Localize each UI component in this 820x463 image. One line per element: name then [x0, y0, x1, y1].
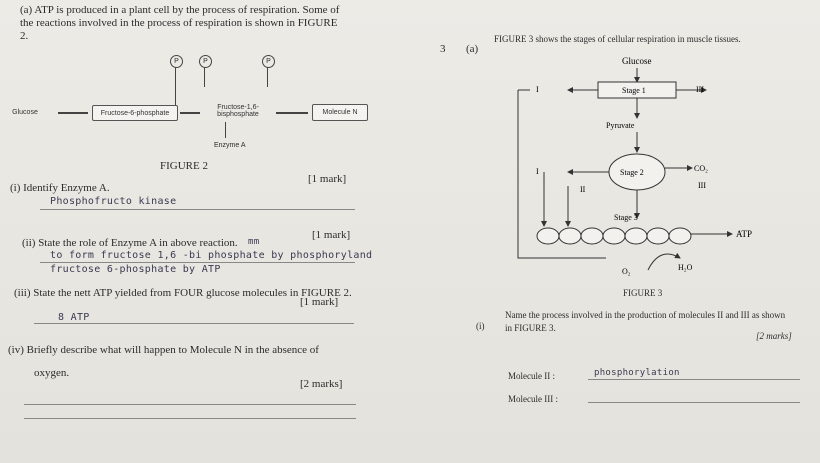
figure-3-diagram: Glucose Stage 1 I III Pyruvate Stage 2 I…: [517, 56, 752, 276]
fructose-16bp-line2: bisphosphate: [217, 111, 259, 118]
answer-line: [34, 323, 354, 324]
o2-label: O₂: [622, 267, 631, 276]
h2o-label: H₂O: [678, 263, 693, 272]
q-intro-line1: (a) ATP is produced in a plant cell by t…: [20, 4, 340, 16]
arrow-line: [180, 112, 200, 114]
answer-ii-scribble: mm: [248, 237, 260, 247]
label-i-mid: I: [536, 167, 539, 176]
fructose-6-phosphate-box: Fructose-6-phosphate: [92, 105, 178, 121]
stage-2-label: Stage 2: [620, 168, 644, 177]
fructose-16bp-line1: Fructose-1,6-: [217, 104, 259, 111]
question-3i-text2: in FIGURE 3.: [505, 323, 556, 333]
answer-line[interactable]: [588, 402, 800, 403]
question-3-number: 3: [440, 43, 446, 55]
molecule-ii-label: Molecule II :: [508, 371, 555, 381]
label-i-top: I: [536, 85, 539, 94]
question-3-intro: FIGURE 3 shows the stages of cellular re…: [494, 34, 741, 44]
figure-2-caption: FIGURE 2: [160, 160, 208, 172]
bond-line: [204, 67, 205, 87]
label-iii-top: III: [696, 85, 704, 94]
pyruvate-label: Pyruvate: [606, 121, 635, 130]
atp-label: ATP: [736, 229, 752, 239]
phosphate-icon: P: [170, 55, 183, 68]
molecule-iii-label: Molecule III :: [508, 394, 558, 404]
answer-line[interactable]: [24, 404, 356, 405]
answer-line[interactable]: [24, 418, 356, 419]
molecule-n-box: Molecule N: [312, 104, 368, 121]
bond-line: [267, 67, 268, 87]
enzyme-a-label: Enzyme A: [214, 142, 246, 149]
molecule-ii-answer[interactable]: phosphorylation: [594, 368, 680, 378]
stage-1-label: Stage 1: [622, 86, 646, 95]
arrow-line: [276, 112, 308, 114]
answer-line: [40, 209, 355, 210]
answer-ii-line2[interactable]: fructose 6-phosphate by ATP: [50, 264, 221, 275]
question-iii: (iii) State the nett ATP yielded from FO…: [14, 287, 352, 299]
question-3i-text1: Name the process involved in the product…: [505, 310, 786, 320]
answer-line: [40, 262, 355, 263]
answer-iii[interactable]: 8 ATP: [58, 312, 90, 323]
fructose-1-6-bisphosphate-box: Fructose-1,6- bisphosphate: [206, 100, 270, 122]
co2-label: CO₂: [694, 164, 708, 173]
question-3a-label: (a): [466, 43, 479, 55]
glucose-label: Glucose: [12, 108, 38, 116]
question-iii-marks: [1 mark]: [300, 296, 339, 308]
oxygen-arrow: [647, 252, 681, 271]
question-i: (i) Identify Enzyme A.: [10, 182, 110, 194]
question-3i-label: (i): [476, 321, 485, 331]
electron-transport-chain: [536, 227, 692, 245]
phosphate-icon: P: [262, 55, 275, 68]
question-iv-line2: oxygen.: [34, 367, 70, 379]
glucose-label: Glucose: [622, 56, 652, 66]
bond-line: [175, 67, 176, 105]
question-ii-marks: [1 mark]: [312, 229, 351, 241]
phosphate-icon: P: [199, 55, 212, 68]
question-iv: (iv) Briefly describe what will happen t…: [8, 344, 319, 356]
label-ii: II: [580, 185, 586, 194]
figure-3-caption: FIGURE 3: [623, 288, 663, 298]
stage-3-label: Stage 3: [614, 213, 638, 222]
answer-i[interactable]: Phosphofructo kinase: [50, 196, 177, 207]
question-ii: (ii) State the role of Enzyme A in above…: [22, 237, 238, 249]
q-intro-line2: the reactions involved in the process of…: [20, 17, 338, 29]
label-iii-mid: III: [698, 181, 706, 190]
answer-line: [588, 379, 800, 380]
answer-ii-line1[interactable]: to form fructose 1,6 -bi phosphate by ph…: [50, 250, 373, 261]
enzyme-pointer: [225, 122, 226, 138]
question-i-marks: [1 mark]: [308, 173, 347, 185]
q-intro-line3: 2.: [20, 30, 29, 42]
arrow-line: [58, 112, 88, 114]
question-iv-marks: [2 marks]: [300, 378, 343, 390]
question-3i-marks: [2 marks]: [756, 331, 792, 341]
